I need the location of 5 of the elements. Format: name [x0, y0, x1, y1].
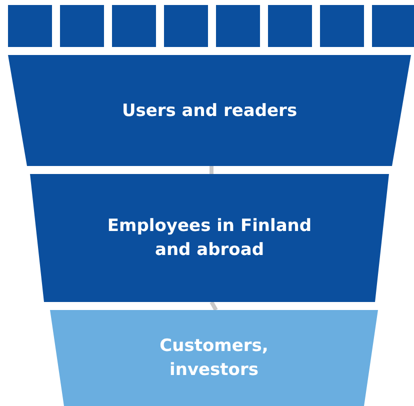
band-label: Users and readers: [120, 100, 298, 122]
band-label: Employees in Finland and abroad: [106, 215, 313, 262]
connector-line: [210, 301, 218, 311]
band-label: Customers, investors: [158, 335, 270, 382]
connector-line: [210, 166, 214, 174]
